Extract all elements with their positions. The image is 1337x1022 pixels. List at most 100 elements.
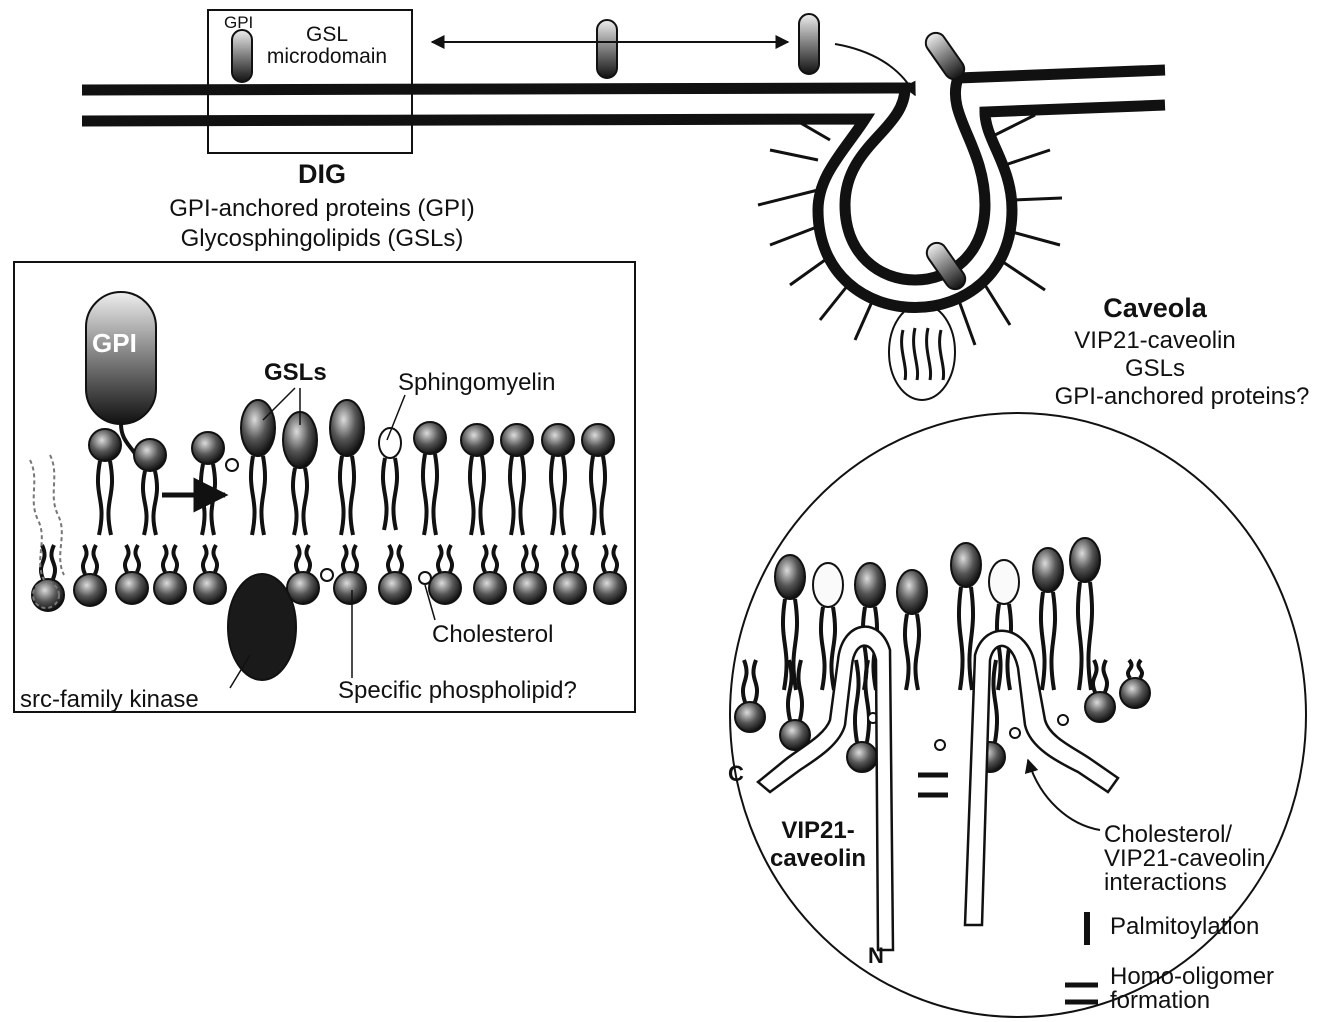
gsl-label-line1: GSL bbox=[306, 24, 348, 46]
lipid-tail bbox=[201, 464, 205, 535]
lipid-tail bbox=[561, 456, 565, 535]
lipid-head bbox=[1070, 538, 1100, 582]
c-terminus-label: C bbox=[728, 762, 744, 785]
lipid-tail bbox=[173, 545, 177, 572]
lipid-tail bbox=[483, 545, 487, 572]
caveola-zoom-lipids bbox=[902, 328, 944, 380]
lipid-head bbox=[582, 424, 614, 456]
lipid-head bbox=[897, 570, 927, 614]
vip21-label-line2: caveolin bbox=[770, 846, 866, 871]
lipid-head bbox=[554, 572, 586, 604]
lipid-head bbox=[1033, 548, 1063, 592]
lipid-head bbox=[813, 563, 843, 607]
lipid-tail bbox=[438, 545, 442, 572]
gsl-label-line2: microdomain bbox=[267, 46, 387, 68]
lipid-tail bbox=[251, 456, 255, 535]
cholesterol bbox=[935, 740, 945, 750]
lower-leaflet-lipids bbox=[32, 459, 626, 611]
lipid-tail bbox=[303, 468, 307, 535]
lipid-tail bbox=[788, 660, 792, 720]
lipid-head bbox=[116, 572, 148, 604]
lipid-tail bbox=[306, 545, 310, 572]
gsl-head bbox=[330, 400, 364, 456]
lipid-tail bbox=[203, 545, 207, 572]
lipid-tail bbox=[993, 660, 997, 742]
gpi-small-label: GPI bbox=[224, 14, 253, 32]
lipid-tail bbox=[448, 545, 452, 572]
lipid-head bbox=[89, 429, 121, 461]
lipid-head bbox=[379, 572, 411, 604]
lipid-tail bbox=[213, 545, 217, 572]
gsls-label: GSLs bbox=[264, 360, 327, 385]
lipid-tail bbox=[1093, 660, 1097, 692]
lipid-tail bbox=[143, 471, 147, 535]
lipid-tail bbox=[1103, 660, 1107, 692]
lipid-tail bbox=[470, 456, 474, 535]
cholesterol bbox=[321, 569, 333, 581]
gpi-protein bbox=[597, 20, 617, 78]
lipid-tail bbox=[969, 587, 973, 690]
lipid-tail bbox=[296, 545, 300, 572]
lipid-tail bbox=[1128, 660, 1132, 678]
lipid-tail bbox=[1041, 592, 1045, 690]
lipid-tail bbox=[423, 454, 427, 535]
lipid-head bbox=[461, 424, 493, 456]
lipid-tail bbox=[591, 456, 595, 535]
lipid-tail bbox=[51, 545, 55, 579]
lipid-tail bbox=[493, 545, 497, 572]
interaction-line1: Cholesterol/ bbox=[1104, 822, 1232, 847]
lipid-tail bbox=[533, 545, 537, 572]
lipid-tail bbox=[153, 471, 157, 535]
n-terminus-label: N bbox=[868, 944, 884, 967]
lipid-tail bbox=[959, 587, 963, 690]
lipid-tail bbox=[93, 545, 97, 574]
lipid-head bbox=[1085, 692, 1115, 722]
caveola-line3: GPI-anchored proteins? bbox=[1055, 384, 1310, 409]
cholesterol bbox=[419, 572, 431, 584]
lipid-tail bbox=[915, 614, 919, 690]
lipid-tail bbox=[1051, 592, 1055, 690]
lipid-head bbox=[594, 572, 626, 604]
lipid-head bbox=[1120, 678, 1150, 708]
lipid-tail bbox=[783, 599, 787, 690]
gpi-inset-label: GPI bbox=[92, 330, 137, 357]
lipid-tail bbox=[293, 468, 297, 535]
lipid-tail bbox=[480, 456, 484, 535]
caveola-inset-lipids bbox=[735, 538, 1150, 772]
caveola-title: Caveola bbox=[1103, 294, 1207, 322]
lipid-tail bbox=[343, 545, 347, 572]
phospholipid-label: Specific phospholipid? bbox=[338, 678, 577, 703]
lipid-tail bbox=[398, 545, 402, 572]
lipid-tail bbox=[433, 454, 437, 535]
lipid-tail bbox=[563, 545, 567, 572]
lipid-tail bbox=[340, 456, 344, 535]
lipid-tail bbox=[261, 456, 265, 535]
lipid-tail bbox=[135, 545, 139, 572]
lipid-head bbox=[735, 702, 765, 732]
lipid-tail bbox=[603, 545, 607, 572]
cholesterol bbox=[1058, 715, 1068, 725]
lipid-head bbox=[429, 572, 461, 604]
gpi-anchored-protein bbox=[86, 292, 156, 424]
cholesterol bbox=[1010, 728, 1020, 738]
src-kinase-label: src-family kinase bbox=[20, 687, 199, 712]
lipid-head bbox=[334, 572, 366, 604]
sphingomyelin-label: Sphingomyelin bbox=[398, 370, 555, 395]
lipid-tail bbox=[383, 458, 387, 530]
palmitoylation-label: Palmitoylation bbox=[1110, 914, 1259, 939]
lipid-tail bbox=[551, 456, 555, 535]
lipid-tail bbox=[353, 545, 357, 572]
lipid-tail bbox=[753, 660, 757, 702]
lipid-tail bbox=[1138, 660, 1142, 678]
caveola-line1: VIP21-caveolin bbox=[1074, 328, 1235, 353]
lipid-tail bbox=[743, 660, 747, 702]
dig-line1: GPI-anchored proteins (GPI) bbox=[169, 196, 474, 221]
lipid-tail bbox=[83, 545, 87, 574]
lipid-tail bbox=[388, 545, 392, 572]
lipid-head bbox=[847, 742, 877, 772]
lipid-tail bbox=[573, 545, 577, 572]
lipid-head bbox=[775, 555, 805, 599]
lipid-tail bbox=[613, 545, 617, 572]
lipid-tail bbox=[125, 545, 129, 572]
homo-oligomer-label-line2: formation bbox=[1110, 988, 1210, 1013]
